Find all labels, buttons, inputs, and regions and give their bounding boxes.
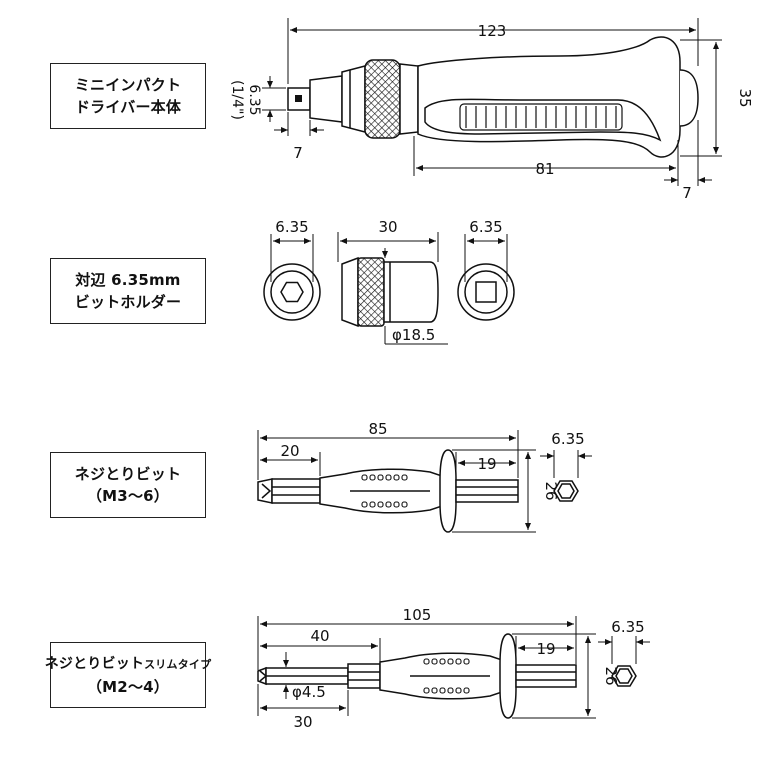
dim-holder-right: 6.35 — [469, 218, 502, 236]
label-line: ビットホルダー — [74, 293, 182, 311]
dim-driver-end: 7 — [682, 184, 692, 202]
driver-drawing — [287, 36, 699, 158]
holder-drawing — [263, 256, 515, 328]
label-line: ドライバー本体 — [74, 98, 182, 116]
dim-bit1-tip: 20 — [280, 442, 299, 460]
label-bit-holder: 対辺 6.35mm ビットホルダー — [50, 258, 206, 324]
dim-bit1-length: 85 — [368, 420, 387, 438]
label-screw-extractor-bit: ネジとりビット （M3～6） — [50, 452, 206, 518]
bit1-drawing — [257, 449, 579, 533]
label-line: 対辺 6.35mm — [75, 271, 181, 289]
label-main: ネジとりビット — [44, 656, 145, 672]
dim-holder-diameter: φ18.5 — [392, 326, 435, 344]
label-small: スリムタイプ — [144, 658, 212, 671]
dim-bit2-length: 105 — [403, 606, 432, 624]
driver-dimensions — [262, 18, 722, 186]
dim-driver-socket-inch: (1/4") — [229, 80, 245, 120]
dim-bit1-height: 26 — [542, 481, 560, 500]
label-mini-impact-driver: ミニインパクト ドライバー本体 — [50, 63, 206, 129]
label-line: ミニインパクト — [74, 76, 182, 94]
label-line: （M2～4） — [86, 678, 169, 696]
bit1-dimensions — [257, 430, 592, 533]
bit1-grip-marks — [361, 474, 408, 508]
dim-bit2-shaft: 30 — [293, 713, 312, 731]
bit2-grip-marks — [423, 658, 470, 694]
label-screw-extractor-bit-slim: ネジとりビットスリムタイプ （M2～4） — [45, 642, 211, 708]
dim-bit1-hexsize: 6.35 — [551, 430, 584, 448]
dim-holder-length: 30 — [378, 218, 397, 236]
dim-driver-height: 35 — [736, 88, 754, 107]
holder-dimensions — [270, 232, 508, 345]
dim-bit1-hex: 19 — [477, 455, 496, 473]
dim-driver-grip: 81 — [535, 160, 554, 178]
label-line: （M3～6） — [86, 487, 169, 505]
dim-bit2-tip: 40 — [310, 627, 329, 645]
dim-bit2-height: 26 — [602, 666, 620, 685]
bit2-drawing — [257, 633, 637, 719]
dim-driver-length: 123 — [478, 22, 507, 40]
label-line: ネジとりビット — [74, 465, 182, 483]
bit2-dimensions — [257, 616, 650, 719]
dim-bit2-diameter: φ4.5 — [292, 683, 326, 701]
label-line: ネジとりビットスリムタイプ — [45, 652, 212, 676]
dim-driver-shank: 7 — [293, 144, 303, 162]
grip-ribs — [459, 103, 623, 131]
dim-bit2-hexsize: 6.35 — [611, 618, 644, 636]
dim-bit2-hex: 19 — [536, 640, 555, 658]
dim-holder-left: 6.35 — [275, 218, 308, 236]
dim-driver-socket: 6.35 — [246, 84, 262, 115]
